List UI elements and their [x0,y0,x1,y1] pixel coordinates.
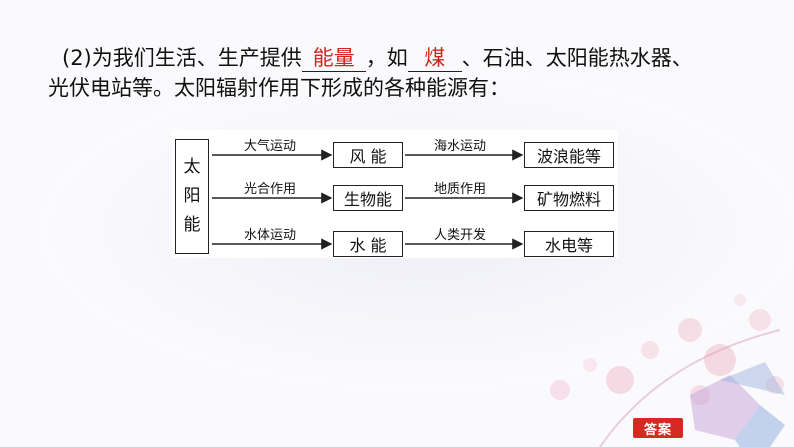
line1-part-c: 、石油、太阳能热水器、 [462,46,693,70]
node-wind-energy: 风 能 [333,142,403,168]
label-atmospheric-motion: 大气运动 [244,135,296,154]
label-water-motion: 水体运动 [244,224,296,243]
node-wave-energy: 波浪能等 [524,142,614,168]
solar-energy-box: 太 阳 能 [175,139,209,254]
node-biomass-energy: 生物能 [333,185,403,211]
label-ocean-motion: 海水运动 [434,135,486,154]
label-human-development: 人类开发 [434,224,486,243]
answer-blank-coal: 煤 [408,45,462,72]
label-geological-action: 地质作用 [434,178,486,197]
sun-char-1: 太 [184,153,201,182]
node-hydropower: 水电等 [524,231,614,257]
node-hydro-energy: 水 能 [333,231,403,257]
answer-button[interactable]: 答案 [633,418,683,438]
label-photosynthesis: 光合作用 [244,178,296,197]
line1-part-a: (2)为我们生活、生产提供 [62,46,302,70]
question-text-line-2: 光伏电站等。太阳辐射作用下形成的各种能源有： [48,74,510,102]
answer-blank-energy: 能量 [302,45,366,72]
line1-part-b: ，如 [366,46,408,70]
solar-energy-diagram: 太 阳 能 大气运动 风 能 海水运动 波浪能等 光合作用 生物能 地质作用 矿… [172,130,618,258]
sun-char-3: 能 [184,211,201,240]
question-text-line-1: (2)为我们生活、生产提供能量，如煤、石油、太阳能热水器、 [62,44,693,72]
sun-char-2: 阳 [184,182,201,211]
node-mineral-fuel: 矿物燃料 [524,185,614,211]
